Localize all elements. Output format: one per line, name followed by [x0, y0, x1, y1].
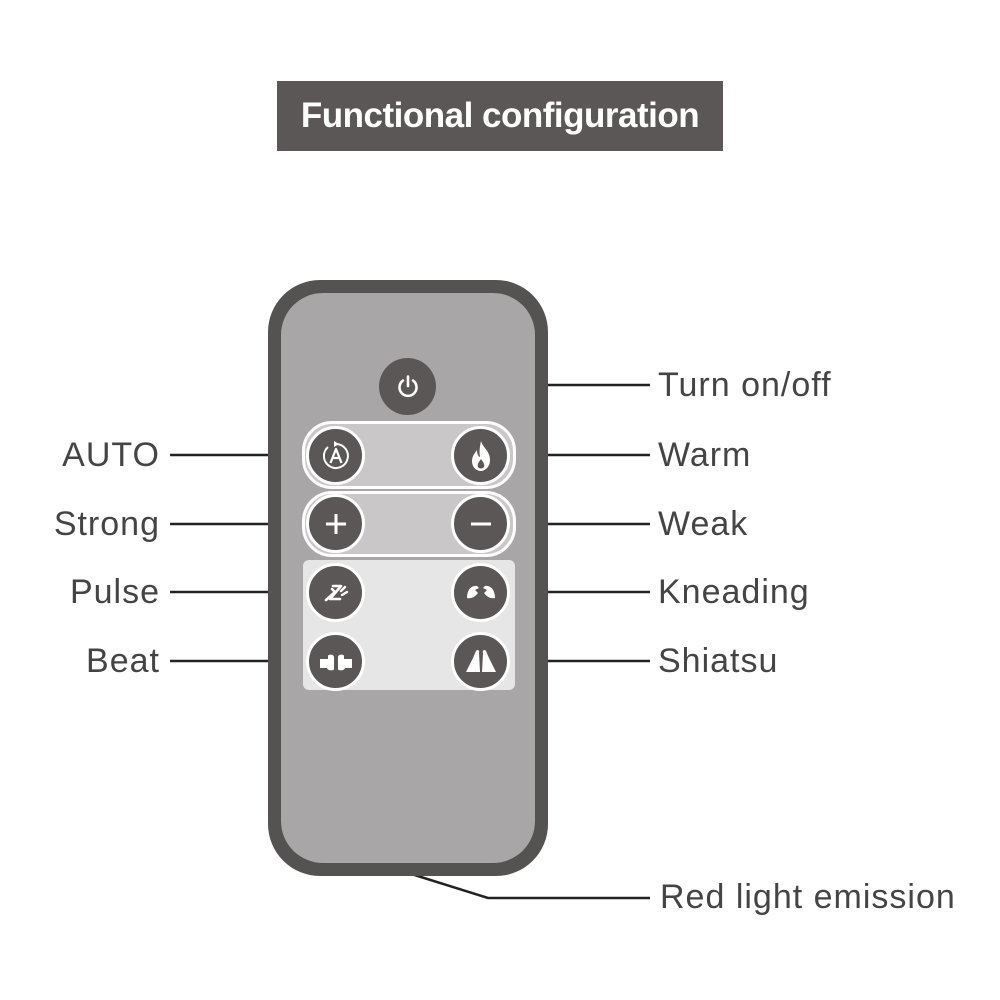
auto-mode-icon [322, 440, 349, 469]
strong-button[interactable] [306, 494, 365, 553]
pulse-button[interactable] [306, 563, 365, 622]
label-beat: Beat [86, 642, 160, 680]
beat-button[interactable] [306, 632, 365, 691]
label-shiatsu: Shiatsu [658, 642, 779, 680]
beat-hands-icon [319, 654, 352, 670]
shiatsu-hands-icon [465, 649, 496, 672]
label-weak: Weak [658, 505, 749, 543]
kneading-button[interactable] [451, 563, 510, 622]
power-button[interactable] [379, 358, 436, 415]
diagram-title: Functional configuration [300, 96, 700, 135]
label-turn-on-off: Turn on/off [658, 366, 832, 404]
weak-button[interactable] [451, 494, 510, 553]
minus-icon [470, 522, 491, 525]
label-warm: Warm [658, 436, 752, 474]
shiatsu-button[interactable] [451, 632, 510, 691]
auto-button[interactable] [306, 426, 365, 485]
pulse-icon [324, 584, 348, 601]
flame-icon [471, 440, 490, 471]
label-pulse: Pulse [69, 573, 160, 611]
warm-button[interactable] [451, 426, 510, 485]
label-red-light-emission: Red light emission [660, 878, 956, 916]
plus-icon [325, 513, 346, 534]
label-kneading: Kneading [658, 573, 810, 611]
kneading-hands-icon [466, 585, 495, 598]
title-banner: Functional configuration [277, 81, 723, 151]
power-icon [397, 374, 418, 397]
label-strong: Strong [53, 505, 160, 543]
leader-red-light [404, 870, 650, 900]
label-auto: AUTO [62, 436, 160, 474]
